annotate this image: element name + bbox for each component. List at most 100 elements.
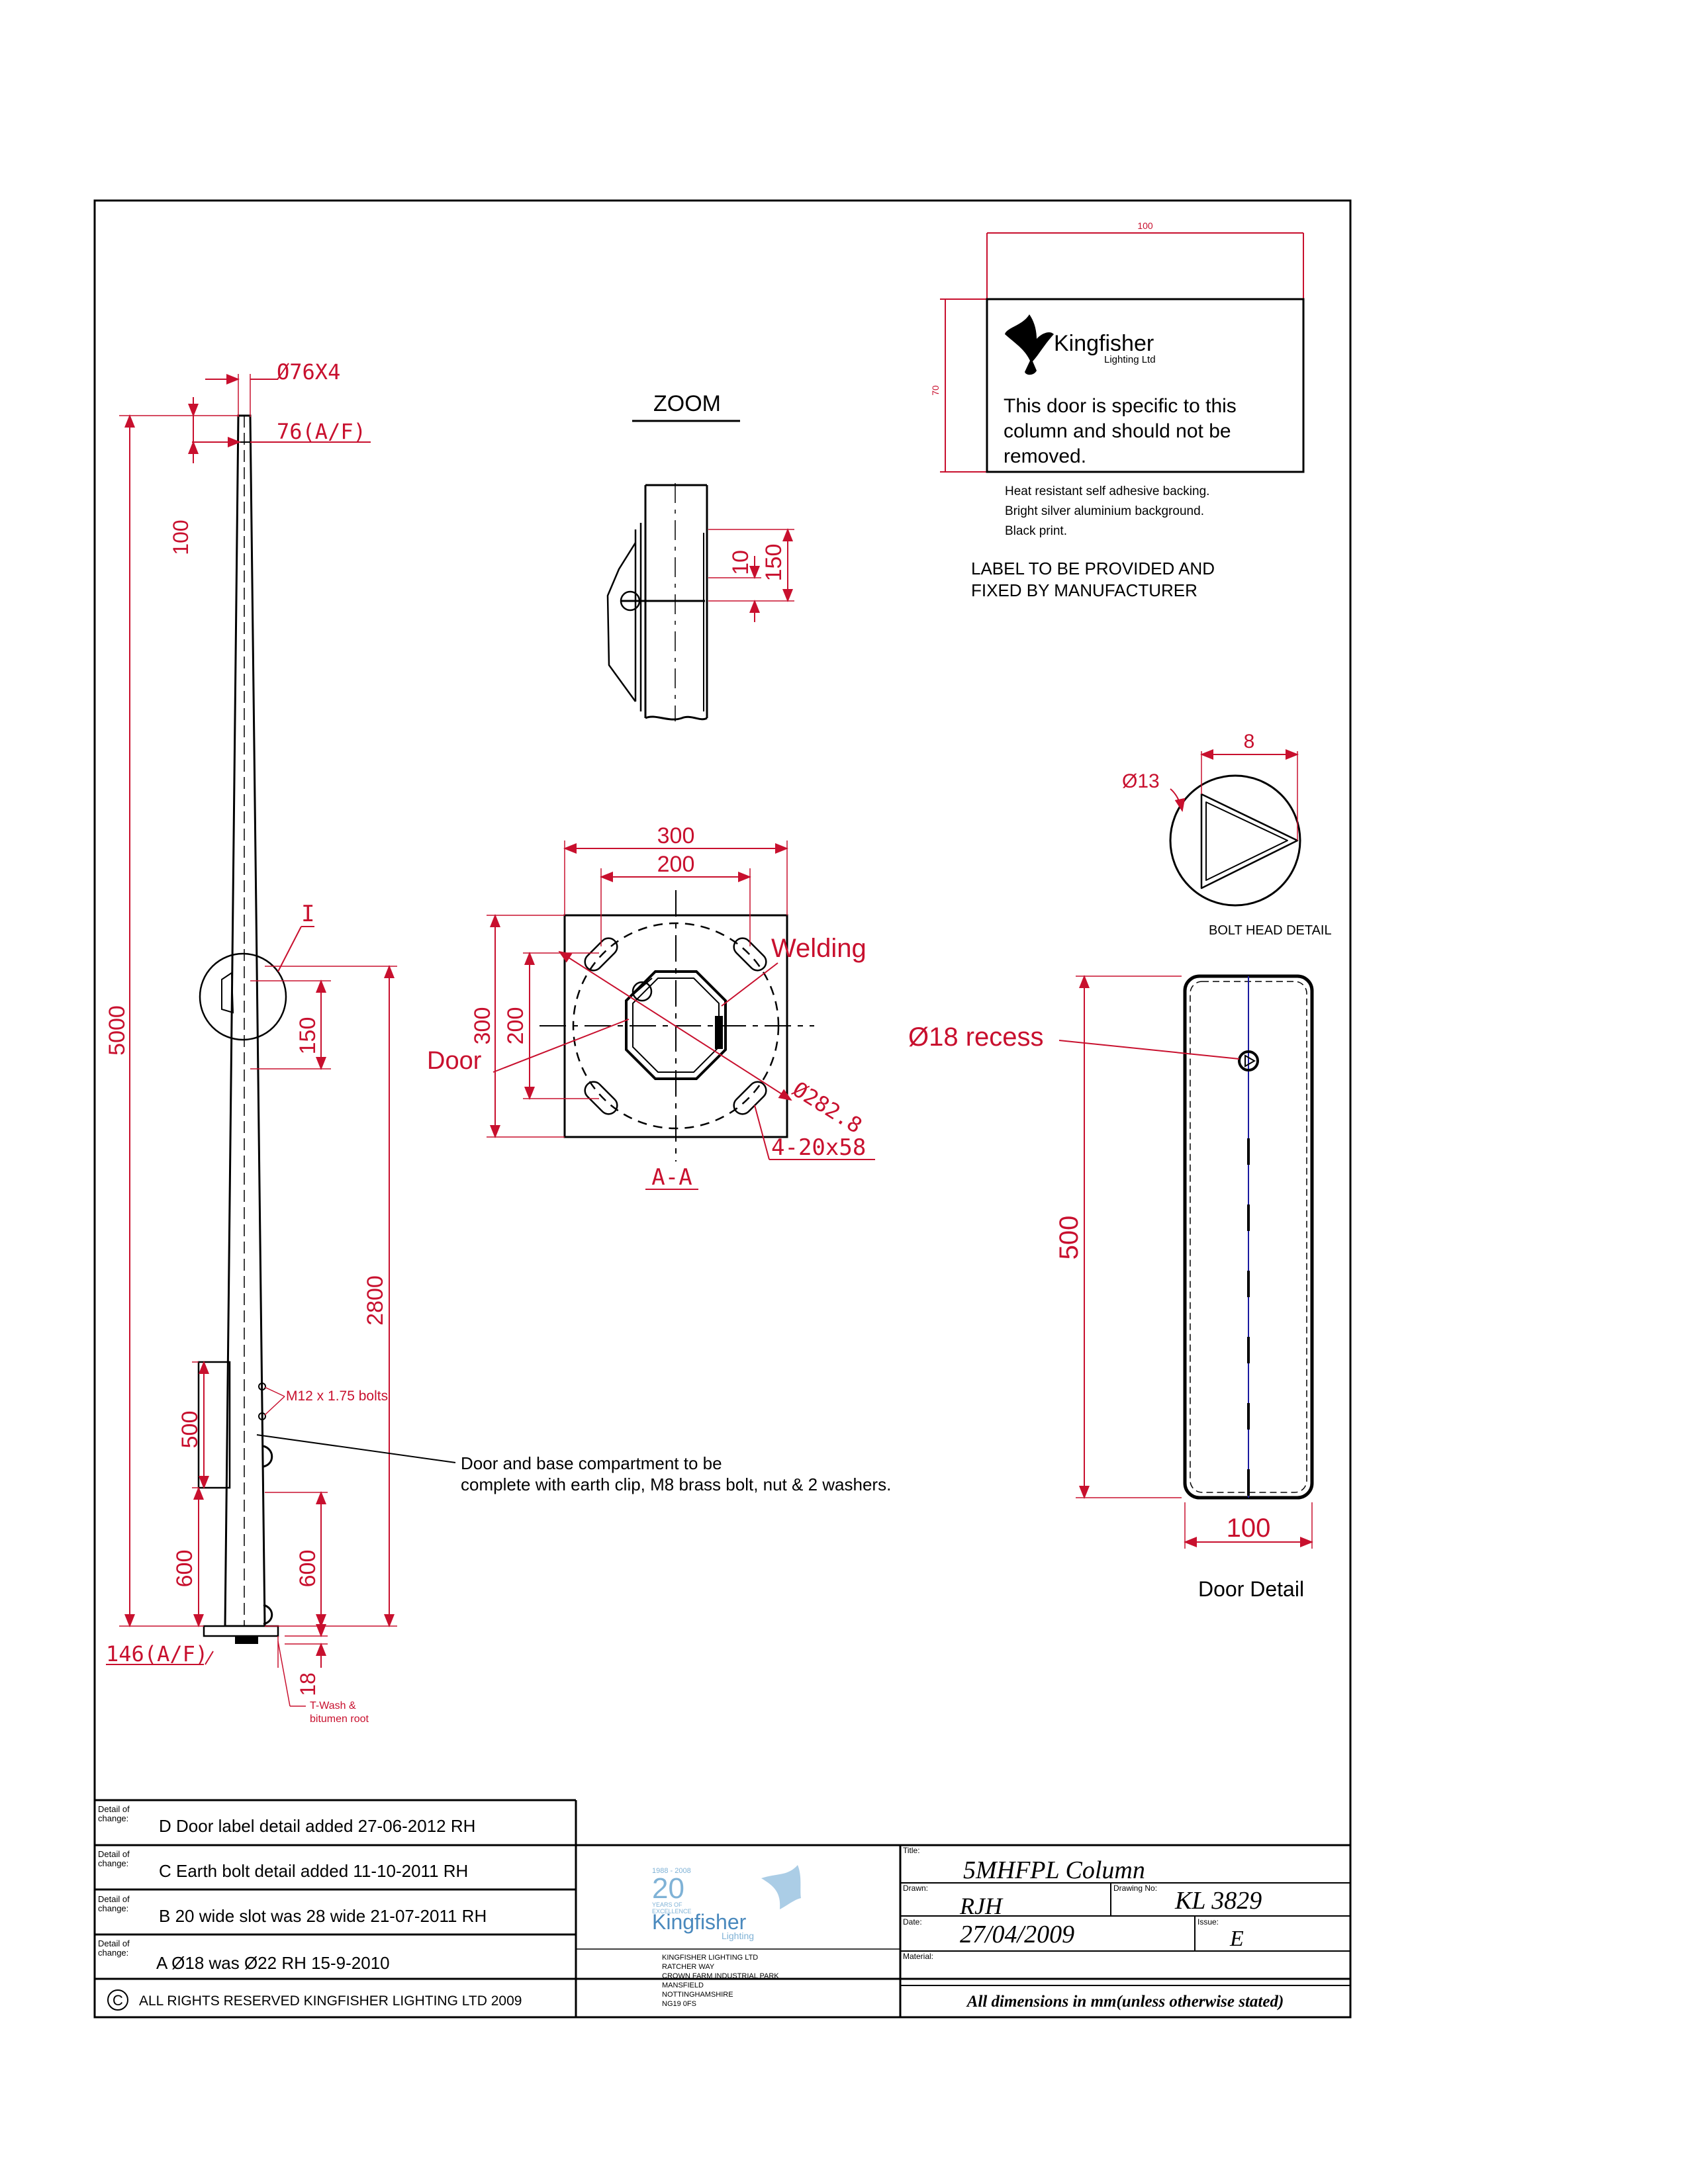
welding-label: Welding (771, 934, 867, 963)
revision-row-a: Detail of change: A Ø18 was Ø22 RH 15-9-… (98, 1938, 390, 1973)
door-detail: Ø18 recess 500 100 Door Detail (908, 974, 1314, 1601)
door-height-dim: 500 (1055, 1216, 1084, 1260)
revision-heading: Detail of (98, 1804, 130, 1814)
dim-18: 18 (296, 1672, 320, 1696)
dim-500-elev: 500 (177, 1411, 203, 1449)
company-sub: Lighting (722, 1931, 754, 1941)
bolt-dia-dim: Ø13 (1122, 770, 1160, 792)
section-label: A-A (651, 1164, 692, 1191)
dimensions-note: All dimensions in mm(unless otherwise st… (966, 1993, 1284, 2011)
zoom-dim-10: 10 (728, 550, 753, 575)
recess-label: Ø18 recess (908, 1023, 1044, 1052)
revision-text: D Door label detail added 27-06-2012 RH (159, 1816, 475, 1836)
aa-dim-slots: 4-20x58 (771, 1134, 866, 1161)
label-message-line-2: column and should not be (1004, 420, 1231, 442)
copyright-text: ALL RIGHTS RESERVED KINGFISHER LIGHTING … (139, 1993, 522, 2009)
drawing-date: 27/04/2009 (960, 1921, 1074, 1948)
label-note-3: Black print. (1005, 524, 1067, 538)
anniversary-years: 1988 - 2008 (652, 1867, 691, 1875)
issue-letter: E (1229, 1927, 1244, 1951)
aa-dim-outer-w: 300 (657, 823, 695, 848)
revision-block: Detail of change: D Door label detail ad… (95, 1799, 1350, 2017)
detail-marker-i: I (301, 901, 314, 927)
revision-text: B 20 wide slot was 28 wide 21-07-2011 RH (159, 1906, 487, 1926)
label-message-line-3: removed. (1004, 445, 1086, 467)
twash-line-2: bitumen root (310, 1713, 369, 1725)
label-instruction-1: LABEL TO BE PROVIDED AND (971, 559, 1215, 578)
drawing-border (93, 199, 1352, 2019)
company-block: 1988 - 2008 20 YEARS OF EXCELLENCE Kingf… (576, 1845, 902, 2017)
door-label-spec: 100 70 Kingfisher Lighting Ltd This door… (930, 220, 1305, 600)
zoom-title: ZOOM (653, 391, 721, 416)
address-line: KINGFISHER LIGHTING LTD (662, 1954, 758, 1962)
revision-row-b: Detail of change: B 20 wide slot was 28 … (98, 1894, 487, 1926)
address-line: CROWN FARM INDUSTRIAL PARK (662, 1972, 779, 1980)
address-line: NG19 0FS (662, 2000, 696, 2008)
drawing-no-label: Drawing No: (1113, 1884, 1157, 1893)
dim-dia-top: Ø76X4 (277, 359, 340, 385)
bolt-head-caption: BOLT HEAD DETAIL (1209, 923, 1332, 938)
revision-row-d: Detail of change: D Door label detail ad… (98, 1804, 475, 1836)
anniversary-text-2: EXCELLENCE (652, 1908, 692, 1915)
dim-af-base: 146(A/F) (106, 1641, 208, 1666)
dim-150-elev: 150 (295, 1017, 320, 1055)
dim-af-top: 76(A/F) (277, 419, 366, 444)
drawing-title: 5MHFPL Column (963, 1856, 1145, 1884)
aa-dim-inner-h: 200 (503, 1007, 528, 1045)
bolt-size-dim: 8 (1244, 731, 1255, 752)
anniversary-text-1: YEARS OF (652, 1901, 682, 1908)
copyright-icon (107, 1989, 128, 2011)
address-line: NOTTINGHAMSHIRE (662, 1991, 733, 1999)
company-name: Kingfisher (652, 1910, 747, 1934)
revision-heading: change: (98, 1813, 128, 1823)
label-note-2: Bright silver aluminium background. (1005, 504, 1204, 518)
bolts-label: M12 x 1.75 bolts (286, 1388, 388, 1404)
drawing-number: KL 3829 (1174, 1887, 1262, 1915)
label-width-dim: 100 (1137, 220, 1153, 231)
title-label: Title: (903, 1846, 920, 1855)
door-detail-caption: Door Detail (1198, 1577, 1304, 1601)
issue-label: Issue: (1197, 1917, 1219, 1927)
label-plate (986, 298, 1305, 473)
detail-i-circle (199, 952, 287, 1041)
dim-5000: 5000 (105, 1005, 130, 1056)
revision-heading: Detail of (98, 1938, 130, 1948)
revision-heading: Detail of (98, 1849, 130, 1859)
address-line: MANSFIELD (662, 1981, 704, 1989)
title-block: Title: 5MHFPL Column Drawn: RJH Drawing … (900, 1846, 1350, 2011)
aa-dim-pcd: Ø282.8 (788, 1077, 867, 1138)
aa-dim-inner-w: 200 (657, 852, 695, 877)
earth-recess (1238, 1050, 1259, 1071)
dim-100: 100 (169, 520, 193, 555)
door-note-line-1: Door and base compartment to be (461, 1453, 722, 1473)
door-label-aa: Door (427, 1047, 482, 1075)
column-elevation: I Ø76X4 76(A/F) 5000 100 150 2800 (105, 359, 891, 1725)
zoom-dim-150: 150 (761, 544, 786, 582)
label-brand-name: Kingfisher (1054, 331, 1154, 356)
aa-dim-outer-h: 300 (470, 1007, 495, 1045)
door-note-line-2: complete with earth clip, M8 brass bolt,… (461, 1475, 891, 1494)
label-height-dim: 70 (930, 385, 941, 396)
label-note-1: Heat resistant self adhesive backing. (1005, 484, 1209, 498)
kingfisher-bird-logo (1005, 314, 1054, 375)
address-line: RATCHER WAY (662, 1963, 715, 1971)
zoom-view: ZOOM 10 150 (606, 391, 794, 721)
anniversary-number: 20 (652, 1872, 684, 1905)
revision-text: A Ø18 was Ø22 RH 15-9-2010 (156, 1953, 390, 1973)
revision-text: C Earth bolt detail added 11-10-2011 RH (159, 1861, 468, 1881)
door-width-dim: 100 (1227, 1514, 1271, 1543)
kingfisher-bird-logo (761, 1865, 801, 1909)
bolt-head-detail: 8 Ø13 BOLT HEAD DETAIL (1122, 731, 1332, 938)
drawn-by: RJH (959, 1893, 1004, 1919)
drawn-label: Drawn: (903, 1884, 928, 1893)
material-label: Material: (903, 1952, 933, 1961)
dim-600-left: 600 (172, 1550, 197, 1588)
twash-line-1: T-Wash & (310, 1700, 356, 1711)
label-message-line-1: This door is specific to this (1004, 395, 1237, 417)
revision-heading: change: (98, 1903, 128, 1913)
revision-heading: Detail of (98, 1894, 130, 1904)
label-instruction-2: FIXED BY MANUFACTURER (971, 580, 1197, 600)
date-label: Date: (903, 1917, 922, 1927)
dim-2800: 2800 (363, 1275, 388, 1326)
